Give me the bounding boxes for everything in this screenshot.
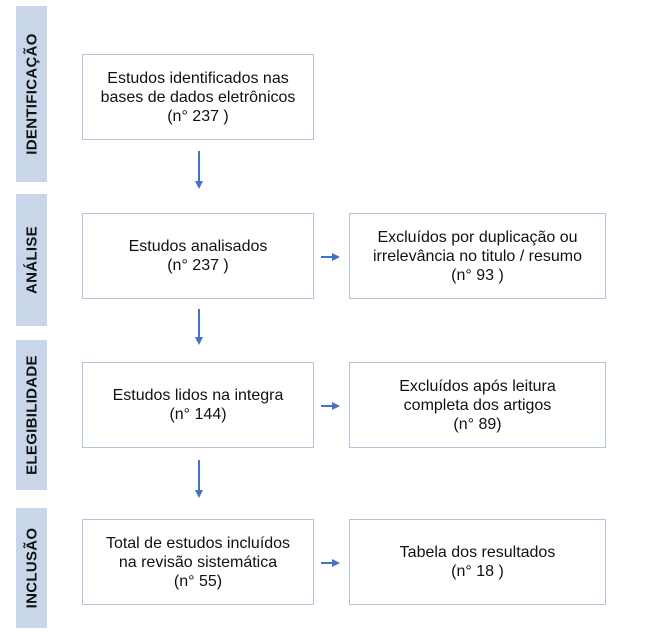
box-excluidos-duplicacao: Excluídos por duplicação ou irrelevância… — [349, 213, 606, 299]
box-excluidos-leitura-line1: Excluídos após leitura — [399, 377, 556, 395]
box-estudos-identificados-line1: Estudos identificados nas — [107, 69, 289, 87]
box-estudos-identificados-line2: bases de dados eletrônicos — [100, 88, 296, 106]
phase-elegibilidade: ELEGIBILIDADE — [16, 340, 47, 490]
box-estudos-analisados-line1: Estudos analisados — [128, 238, 268, 255]
box-estudos-incluidos-count: (n° 55) — [173, 572, 223, 590]
box-tabela-resultados-count: (n° 18 ) — [451, 563, 504, 580]
box-estudos-lidos: Estudos lidos na integra (n° 144) — [82, 362, 314, 448]
box-estudos-incluidos-line1: Total de estudos incluídos — [105, 534, 291, 552]
box-estudos-analisados: Estudos analisados (n° 237 ) — [82, 213, 314, 299]
box-tabela-resultados: Tabela dos resultados (n° 18 ) — [349, 519, 606, 605]
phase-inclusao: INCLUSÃO — [16, 508, 47, 628]
box-estudos-lidos-count: (n° 144) — [169, 406, 227, 423]
phase-identificacao: IDENTIFICAÇÃO — [16, 6, 47, 182]
box-excluidos-duplicacao-line1: Excluídos por duplicação ou — [377, 228, 578, 246]
box-excluidos-leitura-count: (n° 89) — [453, 415, 502, 433]
box-excluidos-leitura: Excluídos após leitura completa dos arti… — [349, 362, 606, 448]
box-excluidos-leitura-line2: completa dos artigos — [403, 396, 552, 414]
box-estudos-incluidos-line2: na revisão sistemática — [118, 553, 278, 571]
box-tabela-resultados-line1: Tabela dos resultados — [399, 544, 556, 561]
box-estudos-identificados-count: (n° 237 ) — [167, 107, 229, 125]
box-excluidos-duplicacao-count: (n° 93 ) — [451, 266, 504, 284]
box-estudos-identificados: Estudos identificados nas bases de dados… — [82, 54, 314, 140]
box-estudos-incluidos: Total de estudos incluídos na revisão si… — [82, 519, 314, 605]
phase-analise: ANÁLISE — [16, 194, 47, 326]
box-excluidos-duplicacao-line2: irrelevância no titulo / resumo — [373, 247, 582, 265]
box-estudos-analisados-count: (n° 237 ) — [167, 257, 229, 274]
box-estudos-lidos-line1: Estudos lidos na integra — [112, 387, 284, 404]
